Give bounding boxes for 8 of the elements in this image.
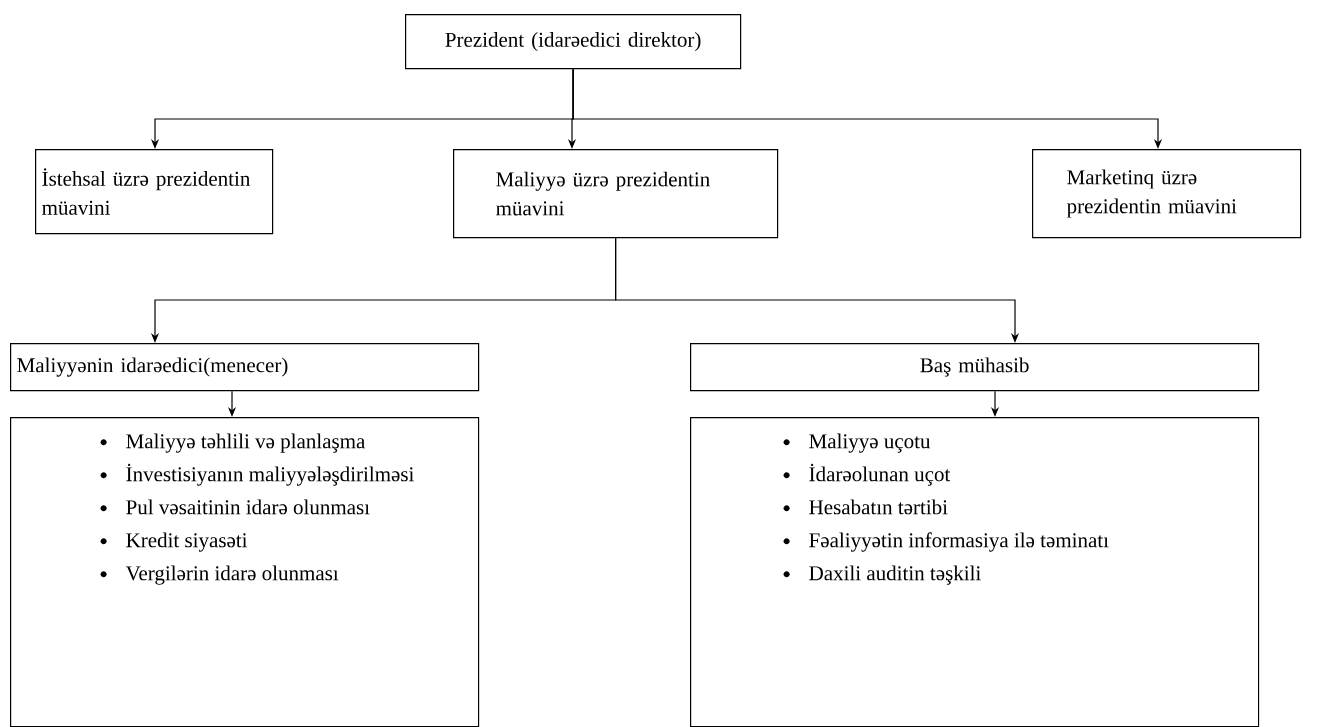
org-box: Maliyyənin idarəedici(menecer) [10, 343, 480, 392]
org-box: Marketinq üzrə prezidentin müavini [1032, 149, 1302, 239]
bulleted-list-box: Maliyyə uçotu İdarəolunan uçot Hesabatın tərtibi Fəaliyyətin informasiya ilə təminatı Daxili auditin təşkili [690, 417, 1260, 727]
org-box: Baş mühasib [690, 343, 1260, 392]
org-box: İstehsal üzrə prezidentin müavini [35, 149, 274, 235]
org-box: Prezident (idarəedici direktor) [405, 14, 742, 70]
org-box: Maliyyə üzrə prezidentin müavini [453, 149, 779, 239]
bulleted-list-box: Maliyyə təhlili və planlaşma İnvestisiyanın maliyyələşdirilməsi Pul vəsaitinin idarə olunması Kredit siyasəti Vergilərin idarə olunması [10, 417, 480, 727]
